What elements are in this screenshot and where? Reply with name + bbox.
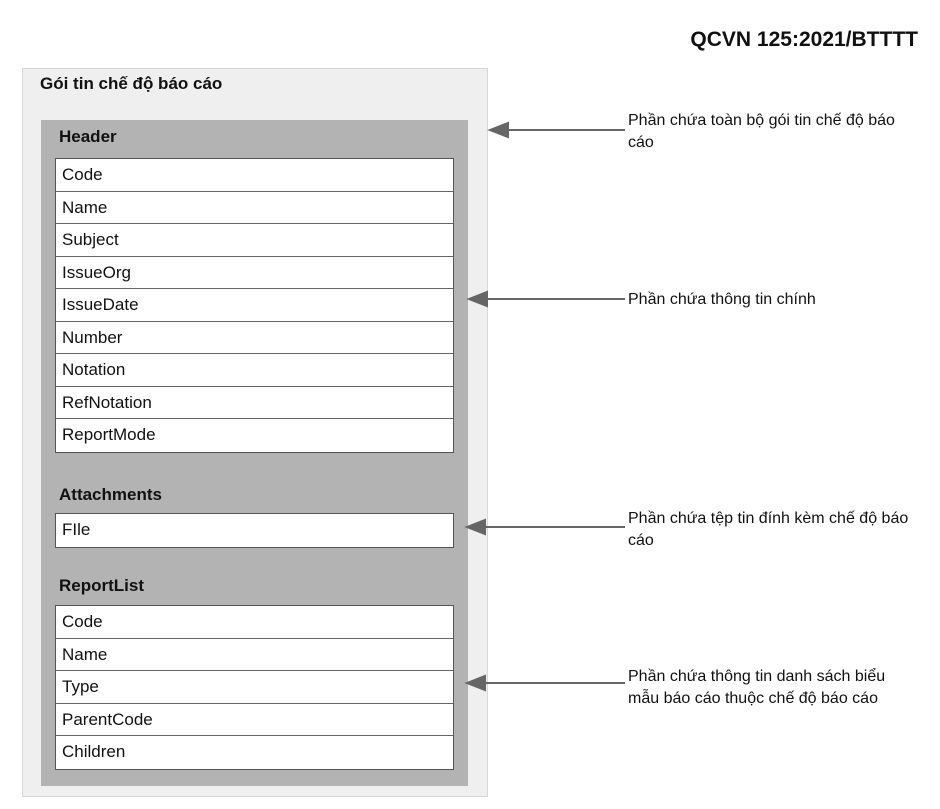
field-row: IssueDate (56, 289, 453, 322)
attachments-fields: FIle (55, 513, 454, 548)
arrow-head-icon (464, 518, 486, 536)
field-row: Number (56, 322, 453, 354)
section-label-reportlist: ReportList (59, 576, 144, 595)
field-row: ParentCode (56, 704, 453, 736)
field-row: Code (56, 159, 453, 192)
annotation-package: Phần chứa toàn bộ gói tin chế độ báo cáo (628, 112, 895, 151)
field-row: Type (56, 671, 453, 704)
section-label-attachments: Attachments (59, 485, 162, 504)
field-row: Name (56, 639, 453, 671)
field-row: Children (62, 742, 126, 761)
reportlist-fields: Code Name Type ParentCode Children (55, 605, 454, 770)
field-row: Name (56, 192, 453, 224)
field-row: ReportMode (62, 425, 156, 444)
package-title: Gói tin chế độ báo cáo (40, 74, 223, 93)
field-row: Subject (56, 224, 453, 257)
header-fields: Code Name Subject IssueOrg IssueDate Num… (55, 158, 454, 453)
field-row: Notation (56, 354, 453, 387)
field-row: FIle (62, 520, 91, 539)
annotation-reportlist: Phần chứa thông tin danh sách biểu mẫu b… (628, 668, 886, 707)
arrow-head-icon (464, 674, 486, 692)
document-code: QCVN 125:2021/BTTTT (690, 28, 918, 51)
field-row: Code (56, 606, 453, 639)
arrow-head-icon (487, 121, 509, 139)
field-row: IssueOrg (56, 257, 453, 289)
arrow-head-icon (466, 290, 488, 308)
annotation-attachments: Phần chứa tệp tin đính kèm chế độ báo cá… (628, 510, 909, 549)
field-row: RefNotation (56, 387, 453, 419)
annotation-header: Phần chứa thông tin chính (628, 291, 816, 308)
section-label-header: Header (59, 127, 117, 146)
